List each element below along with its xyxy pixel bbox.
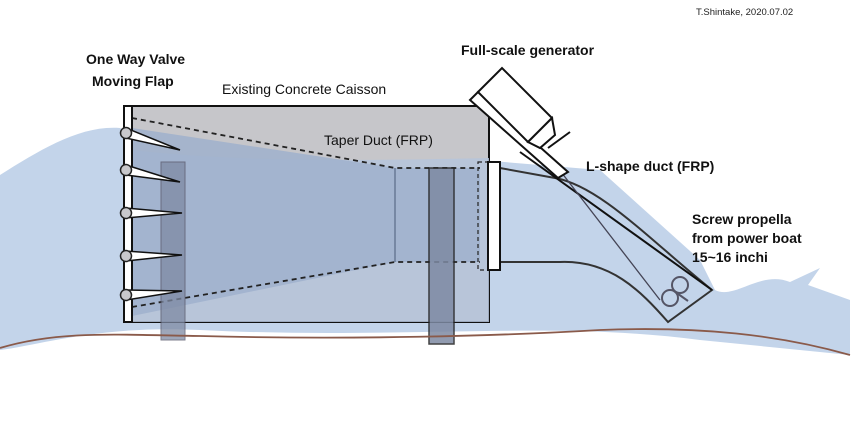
support-pillar-left xyxy=(160,161,186,341)
valve-label-line2: Moving Flap xyxy=(92,73,174,89)
screw-propeller-icon xyxy=(661,276,689,307)
flap-hinge-icon xyxy=(119,126,133,140)
duct-flange xyxy=(487,161,501,271)
taper-duct-label: Taper Duct (FRP) xyxy=(324,132,433,148)
l-duct-label: L-shape duct (FRP) xyxy=(586,158,715,174)
one-way-flaps xyxy=(119,126,183,302)
flap-hinge-icon xyxy=(119,249,133,263)
flap-hinge-icon xyxy=(119,163,133,177)
valve-label-line1: One Way Valve xyxy=(86,51,186,67)
l-duct-shaft xyxy=(557,167,661,301)
taper-duct xyxy=(132,128,480,316)
propeller-label-line1: Screw propella xyxy=(692,211,792,227)
propeller-label-line3: 15~16 inchi xyxy=(692,249,768,265)
author-credit: T.Shintake, 2020.07.02 xyxy=(696,7,794,18)
full-scale-generator xyxy=(468,66,571,180)
flap-hinge-icon xyxy=(119,206,133,220)
generator-label: Full-scale generator xyxy=(461,42,595,58)
caisson-label: Existing Concrete Caisson xyxy=(222,81,387,97)
support-pillar-right xyxy=(428,167,455,345)
l-duct-edge xyxy=(519,151,713,291)
flap-hinge-icon xyxy=(119,288,133,302)
propeller-label-line2: from power boat xyxy=(692,230,802,246)
seabed-line xyxy=(0,328,851,356)
